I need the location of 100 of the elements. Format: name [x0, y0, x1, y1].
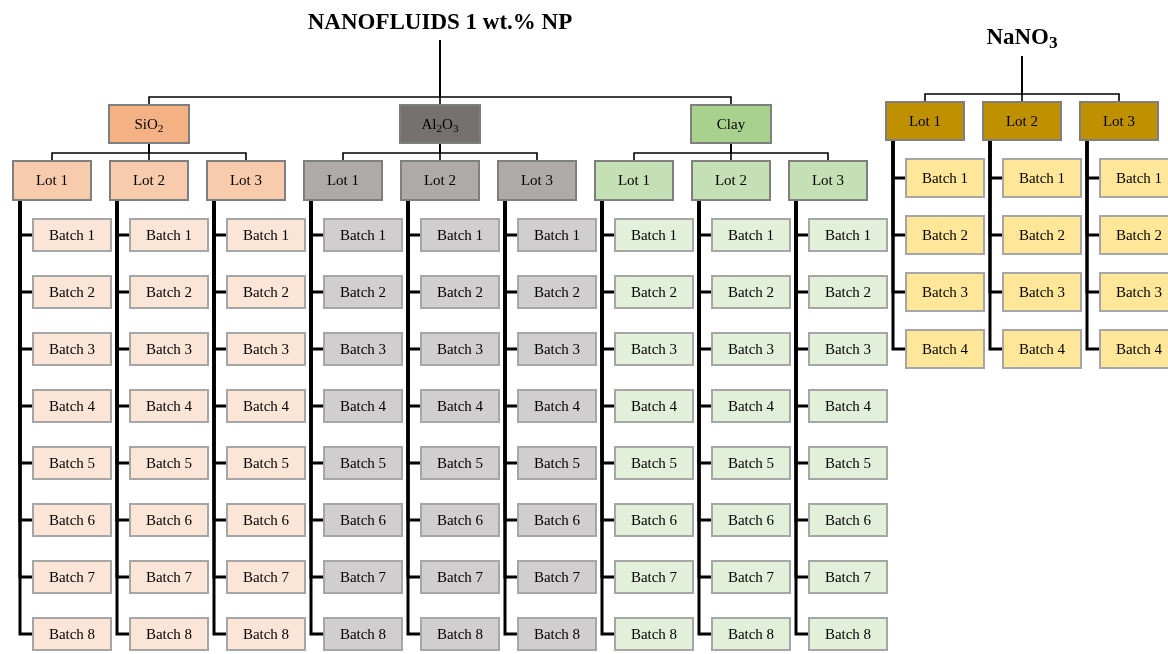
- batch-box: Batch 3: [517, 332, 597, 366]
- batch-box: Batch 3: [614, 332, 694, 366]
- batch-box: Batch 1: [32, 218, 112, 252]
- batch-box: Batch 2: [1099, 215, 1168, 255]
- batch-box: Batch 5: [32, 446, 112, 480]
- connector-line: [1085, 141, 1099, 351]
- lot-box: Lot 3: [1079, 101, 1159, 141]
- batch-box: Batch 8: [323, 617, 403, 651]
- tree-title: NANOFLUIDS 1 wt.% NP: [275, 4, 605, 40]
- batch-box: Batch 6: [614, 503, 694, 537]
- batch-box: Batch 5: [711, 446, 791, 480]
- batch-box: Batch 3: [129, 332, 209, 366]
- batch-box: Batch 1: [1099, 158, 1168, 198]
- batch-box: Batch 1: [226, 218, 306, 252]
- batch-box: Batch 2: [32, 275, 112, 309]
- lot-box: Lot 1: [594, 160, 674, 201]
- batch-box: Batch 1: [420, 218, 500, 252]
- batch-box: Batch 3: [323, 332, 403, 366]
- batch-box: Batch 4: [420, 389, 500, 423]
- lot-box: Lot 1: [303, 160, 383, 201]
- batch-box: Batch 7: [808, 560, 888, 594]
- batch-box: Batch 6: [517, 503, 597, 537]
- material-box: Al$_{2}$O$_{3}$: [399, 104, 481, 144]
- batch-box: Batch 8: [420, 617, 500, 651]
- connector-line: [439, 143, 538, 161]
- batch-box: Batch 8: [32, 617, 112, 651]
- batch-box: Batch 4: [226, 389, 306, 423]
- batch-box: Batch 2: [711, 275, 791, 309]
- batch-box: Batch 4: [323, 389, 403, 423]
- batch-box: Batch 7: [129, 560, 209, 594]
- batch-box: Batch 8: [226, 617, 306, 651]
- batch-box: Batch 7: [614, 560, 694, 594]
- lot-box: Lot 3: [497, 160, 577, 201]
- batch-box: Batch 4: [905, 329, 985, 369]
- batch-box: Batch 4: [32, 389, 112, 423]
- tree-title: NaNO$_{3}$: [967, 18, 1077, 56]
- batch-box: Batch 2: [808, 275, 888, 309]
- connector-line: [730, 143, 829, 161]
- connector-line: [1021, 55, 1120, 102]
- batch-box: Batch 3: [420, 332, 500, 366]
- batch-box: Batch 1: [129, 218, 209, 252]
- batch-box: Batch 6: [711, 503, 791, 537]
- batch-box: Batch 6: [323, 503, 403, 537]
- batch-box: Batch 1: [517, 218, 597, 252]
- batch-box: Batch 6: [420, 503, 500, 537]
- batch-box: Batch 4: [614, 389, 694, 423]
- batch-box: Batch 3: [808, 332, 888, 366]
- batch-box: Batch 5: [808, 446, 888, 480]
- batch-box: Batch 5: [323, 446, 403, 480]
- batch-box: Batch 6: [808, 503, 888, 537]
- batch-box: Batch 1: [614, 218, 694, 252]
- batch-box: Batch 7: [32, 560, 112, 594]
- batch-box: Batch 8: [614, 617, 694, 651]
- batch-box: Batch 3: [711, 332, 791, 366]
- batch-box: Batch 7: [226, 560, 306, 594]
- lot-box: Lot 1: [12, 160, 92, 201]
- lot-box: Lot 3: [206, 160, 286, 201]
- batch-box: Batch 7: [420, 560, 500, 594]
- connector-line: [891, 141, 905, 351]
- batch-box: Batch 6: [129, 503, 209, 537]
- lot-box: Lot 2: [400, 160, 480, 201]
- batch-box: Batch 2: [905, 215, 985, 255]
- batch-box: Batch 7: [711, 560, 791, 594]
- batch-box: Batch 4: [1099, 329, 1168, 369]
- batch-box: Batch 4: [1002, 329, 1082, 369]
- batch-box: Batch 7: [517, 560, 597, 594]
- batch-box: Batch 5: [420, 446, 500, 480]
- connector-line: [988, 141, 1002, 351]
- batch-box: Batch 1: [323, 218, 403, 252]
- batch-box: Batch 3: [1099, 272, 1168, 312]
- batch-box: Batch 2: [1002, 215, 1082, 255]
- lot-box: Lot 2: [109, 160, 189, 201]
- batch-box: Batch 2: [420, 275, 500, 309]
- batch-box: Batch 2: [226, 275, 306, 309]
- lot-box: Lot 3: [788, 160, 868, 201]
- connector-line: [439, 39, 732, 105]
- batch-box: Batch 4: [808, 389, 888, 423]
- batch-box: Batch 4: [711, 389, 791, 423]
- batch-box: Batch 1: [905, 158, 985, 198]
- batch-box: Batch 4: [517, 389, 597, 423]
- lot-box: Lot 2: [691, 160, 771, 201]
- batch-box: Batch 2: [129, 275, 209, 309]
- batch-box: Batch 4: [129, 389, 209, 423]
- batch-box: Batch 3: [32, 332, 112, 366]
- batch-box: Batch 5: [614, 446, 694, 480]
- material-box: SiO$_{2}$: [108, 104, 190, 144]
- batch-box: Batch 8: [129, 617, 209, 651]
- batch-box: Batch 5: [129, 446, 209, 480]
- batch-box: Batch 8: [711, 617, 791, 651]
- batch-box: Batch 8: [808, 617, 888, 651]
- batch-box: Batch 5: [517, 446, 597, 480]
- material-box: Clay: [690, 104, 772, 144]
- batch-box: Batch 3: [226, 332, 306, 366]
- lot-box: Lot 2: [982, 101, 1062, 141]
- batch-box: Batch 3: [905, 272, 985, 312]
- batch-box: Batch 5: [226, 446, 306, 480]
- batch-box: Batch 2: [323, 275, 403, 309]
- connector-line: [148, 143, 247, 161]
- batch-box: Batch 2: [614, 275, 694, 309]
- batch-box: Batch 3: [1002, 272, 1082, 312]
